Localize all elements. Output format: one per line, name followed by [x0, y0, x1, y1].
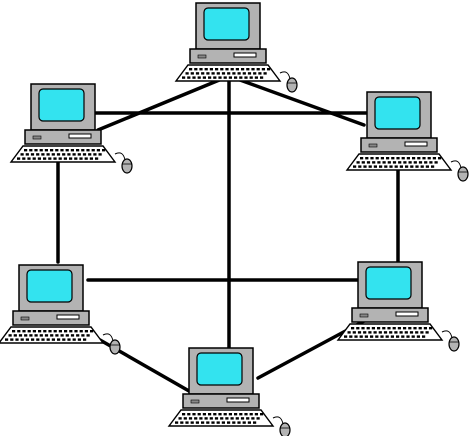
keyboard-icon	[167, 409, 275, 427]
power-light	[190, 399, 200, 404]
computer-node-upper-left	[9, 83, 133, 174]
screen	[365, 266, 412, 300]
drive-slot	[226, 397, 250, 403]
keyboard-icon	[345, 153, 453, 171]
drive-slot	[395, 311, 419, 317]
mouse-cable	[441, 330, 453, 339]
computer-node-lower-right	[336, 261, 460, 352]
power-light	[359, 313, 369, 318]
mouse-icon	[286, 77, 298, 93]
keyboard-icon	[336, 323, 444, 341]
network-cable-top-upper-right	[227, 74, 366, 127]
mouse-icon	[448, 336, 460, 352]
mouse-cable	[279, 71, 291, 80]
screen	[203, 7, 250, 41]
keyboard-icon	[174, 64, 282, 82]
drive-slot	[56, 314, 80, 320]
power-light	[197, 54, 207, 59]
screen	[26, 269, 73, 303]
mouse-icon	[457, 166, 469, 182]
screen	[374, 96, 421, 130]
drive-slot	[233, 52, 257, 58]
screen	[38, 88, 85, 122]
network-cable-top-upper-left	[96, 74, 231, 132]
keyboard-icon	[0, 326, 105, 344]
mouse-cable	[272, 416, 284, 425]
power-light	[368, 143, 378, 148]
screen	[196, 352, 243, 386]
computer-node-upper-right	[345, 91, 469, 182]
computer-node-bottom	[167, 347, 291, 436]
mouse-cable	[450, 160, 462, 169]
keyboard-icon	[9, 145, 117, 163]
mouse-cable	[114, 152, 126, 161]
mouse-icon	[121, 158, 133, 174]
power-light	[32, 135, 42, 140]
links-layer	[56, 74, 400, 397]
mouse-icon	[279, 422, 291, 436]
drive-slot	[68, 133, 92, 139]
power-light	[20, 316, 30, 321]
computer-node-top	[174, 2, 298, 93]
computer-node-lower-left	[0, 264, 121, 355]
mouse-icon	[109, 339, 121, 355]
mouse-cable	[102, 333, 114, 342]
drive-slot	[404, 141, 428, 147]
